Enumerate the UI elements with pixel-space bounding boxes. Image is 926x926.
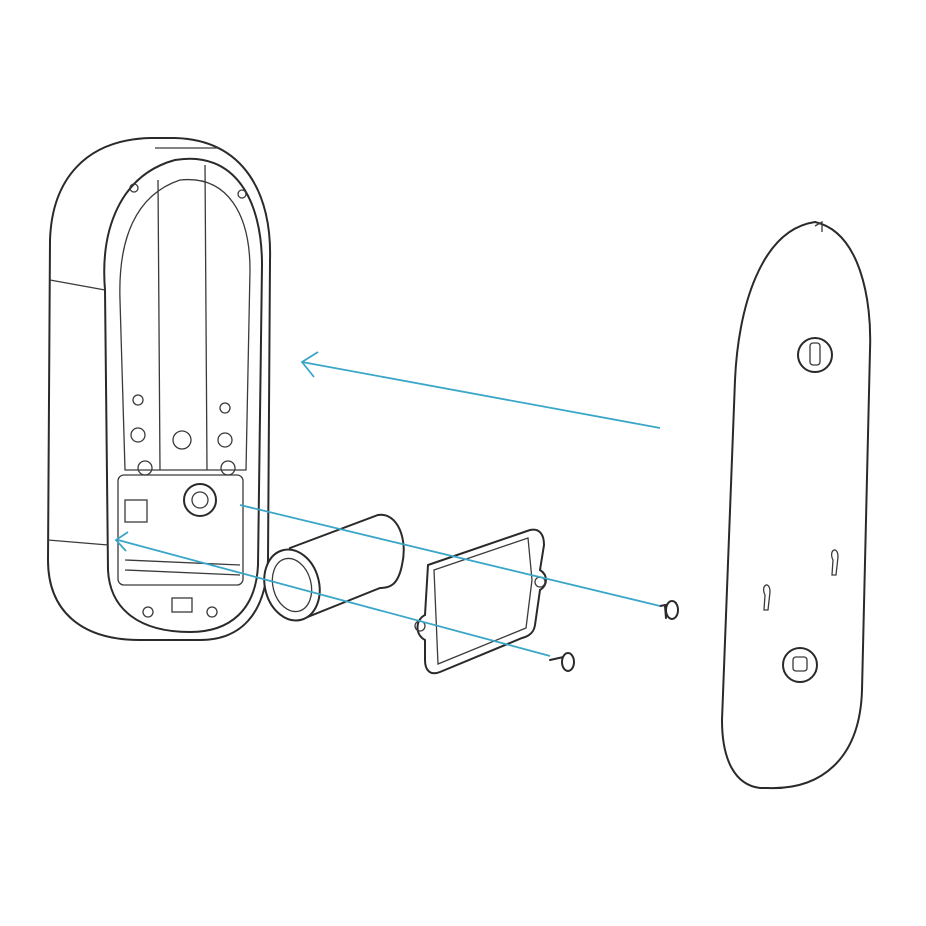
arrowhead-icon — [114, 531, 129, 552]
screw — [659, 600, 679, 620]
guide-lines — [114, 351, 661, 657]
mounting-plate — [720, 220, 872, 790]
doorbell-body — [46, 137, 272, 641]
screw — [549, 652, 575, 672]
guide-line-upper — [239, 504, 661, 607]
battery-cover — [414, 528, 547, 675]
arrowhead-icon — [300, 351, 319, 378]
guide-arrow-plate — [301, 361, 661, 429]
guide-line-lower — [117, 539, 551, 657]
battery — [263, 513, 405, 622]
